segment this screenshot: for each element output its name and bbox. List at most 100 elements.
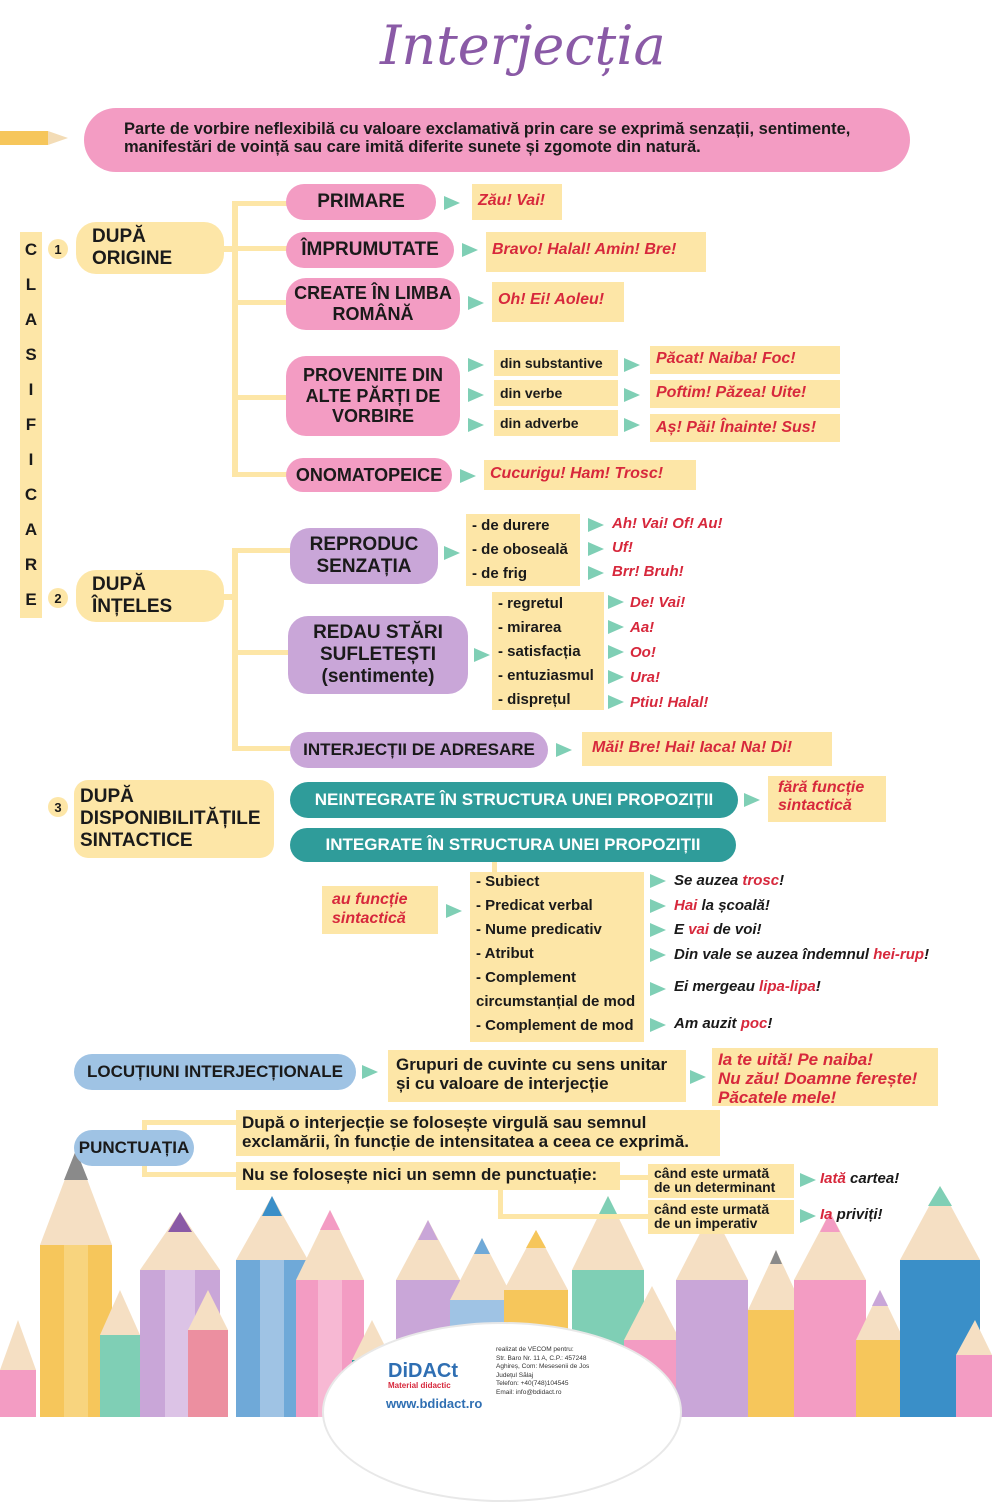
website-link[interactable]: www.bdidact.ro: [386, 1396, 483, 1411]
function-example: E vai de voi!: [674, 921, 762, 938]
arrow-icon: [690, 1070, 706, 1084]
redau-pill: REDAU STĂRI SUFLETEȘTI (sentimente): [288, 616, 468, 694]
section-number-3: 3: [48, 797, 68, 817]
clasificare-letter: L: [25, 274, 37, 294]
redau-list: - regretul - mirarea - satisfacția - ent…: [498, 592, 594, 712]
function-example: Am auzit poc!: [674, 1015, 773, 1032]
function-item: circumstanțial de mod: [476, 993, 636, 1010]
publisher-address: realizat de VECOM pentru: Str. Baro Nr. …: [496, 1346, 589, 1397]
connector-line: [232, 548, 238, 750]
reproduc-example: Uf!: [612, 539, 633, 556]
connector-line: [492, 862, 497, 874]
primare-example: Zău! Vai!: [472, 184, 562, 220]
publisher-badge: DiDACt Material didactic www.bdidact.ro …: [322, 1322, 682, 1502]
provenite-example: Aș! Păi! Înainte! Sus!: [650, 414, 840, 442]
clasificare-letter: E: [25, 590, 37, 610]
create-example: Oh! Ei! Aoleu!: [492, 282, 624, 322]
functions-box: [470, 872, 644, 1042]
arrow-icon: [460, 469, 476, 483]
function-item: - Complement: [476, 969, 577, 986]
provenite-example: Poftim! Păzea! Uite!: [650, 380, 840, 408]
address-line: Județul Sălaj: [496, 1371, 534, 1379]
arrow-icon: [608, 670, 624, 684]
arrow-icon: [588, 518, 604, 532]
redau-list-box: [492, 592, 604, 710]
clasificare-letter: R: [24, 555, 38, 575]
section-number-1: 1: [48, 239, 68, 259]
clasificare-letter: I: [28, 379, 34, 399]
brand-logo: DiDACt Material didactic: [388, 1360, 458, 1390]
functions-list: - Subiect - Predicat verbal - Nume predi…: [476, 870, 635, 1038]
arrow-icon: [608, 645, 624, 659]
clasificare-letter: A: [24, 520, 38, 540]
connector-line: [142, 1172, 236, 1177]
adresare-pill: INTERJECȚII DE ADRESARE: [290, 732, 548, 768]
punctuatia-pill: PUNCTUAȚIA: [74, 1130, 194, 1166]
arrow-icon: [650, 874, 666, 888]
punctuatia-rule-2: Nu se folosește nici un semn de punctuaț…: [236, 1162, 620, 1190]
redau-example: Oo!: [630, 644, 656, 661]
redau-item: - satisfacția: [498, 643, 581, 660]
arrow-icon: [624, 388, 640, 402]
connector-line: [232, 548, 290, 553]
arrow-icon: [468, 418, 484, 432]
connector-line: [232, 472, 288, 477]
punctuatia-case-1: când este urmată de un determinant: [648, 1164, 794, 1198]
locutiuni-desc: Grupuri de cuvinte cu sens unitar și cu …: [388, 1050, 686, 1102]
reproduc-pill: REPRODUC SENZAȚIA: [290, 528, 438, 584]
function-example: Ei mergeau lipa-lipa!: [674, 978, 821, 995]
function-example: Din vale se auzea îndemnul hei-rup!: [674, 946, 930, 963]
locutiuni-example: Nu zău! Doamne ferește!: [718, 1069, 918, 1088]
imprumutate-pill: ÎMPRUMUTATE: [286, 232, 454, 268]
reproduc-example: Brr! Bruh!: [612, 563, 684, 580]
connector-line: [232, 650, 290, 655]
arrow-icon: [608, 620, 624, 634]
clasificare-letter: I: [28, 450, 34, 469]
arrow-icon: [468, 358, 484, 372]
function-item: - Atribut: [476, 945, 534, 962]
arrow-icon: [650, 982, 666, 996]
redau-example: Ura!: [630, 669, 661, 686]
clasificare-letter: F: [25, 414, 37, 434]
locutiuni-pill: LOCUȚIUNI INTERJECȚIONALE: [74, 1054, 356, 1090]
made-by: realizat de VECOM pentru:: [496, 1346, 574, 1353]
connector-line: [222, 594, 236, 600]
clasificare-letter: C: [24, 485, 38, 505]
primare-pill: PRIMARE: [286, 184, 436, 220]
address-line: Str. Baro Nr. 11 A, C.P.: 457248: [496, 1354, 587, 1362]
redau-example: De! Vai!: [630, 594, 686, 611]
brand-subtitle: Material didactic: [388, 1381, 451, 1390]
connector-line: [232, 300, 288, 305]
adresare-example: Măi! Bre! Hai! Iaca! Na! Di!: [582, 732, 832, 766]
definition-text: Parte de vorbire neflexibilă cu valoare …: [124, 120, 851, 156]
function-example: Se auzea trosc!: [674, 872, 785, 889]
arrow-icon: [608, 595, 624, 609]
onomatopeice-example: Cucurigu! Ham! Trosc!: [484, 460, 696, 490]
connector-line: [232, 201, 238, 476]
section-3-label: DUPĂ DISPONIBILITĂȚILE SINTACTICE: [74, 780, 274, 858]
arrow-icon: [444, 546, 460, 560]
connector-line: [498, 1214, 648, 1219]
provenite-pill: PROVENITE DIN ALTE PĂRȚI DE VORBIRE: [286, 356, 460, 436]
function-item: - Predicat verbal: [476, 897, 593, 914]
integrate-note: au funcție sintactică: [322, 886, 438, 934]
reproduc-example: Ah! Vai! Of! Au!: [612, 515, 723, 532]
provenite-example: Păcat! Naiba! Foc!: [650, 346, 840, 374]
connector-line: [142, 1162, 147, 1176]
provenite-item: din substantive: [494, 350, 618, 376]
arrow-icon: [744, 793, 760, 807]
arrow-icon: [474, 648, 490, 662]
provenite-item: din adverbe: [494, 410, 618, 436]
reproduc-item: - de frig: [472, 565, 527, 582]
arrow-icon: [462, 243, 478, 257]
clasificare-letter: C: [24, 239, 38, 259]
clasificare-letter: S: [25, 344, 37, 364]
arrow-icon: [650, 923, 666, 937]
create-pill: CREATE ÎN LIMBA ROMÂNĂ: [286, 278, 460, 330]
connector-line: [620, 1175, 648, 1180]
punctuatia-case-2: când este urmată de un imperativ: [648, 1200, 794, 1234]
connector-line: [222, 246, 236, 252]
arrow-icon: [608, 695, 624, 709]
function-item: - Subiect: [476, 873, 540, 890]
